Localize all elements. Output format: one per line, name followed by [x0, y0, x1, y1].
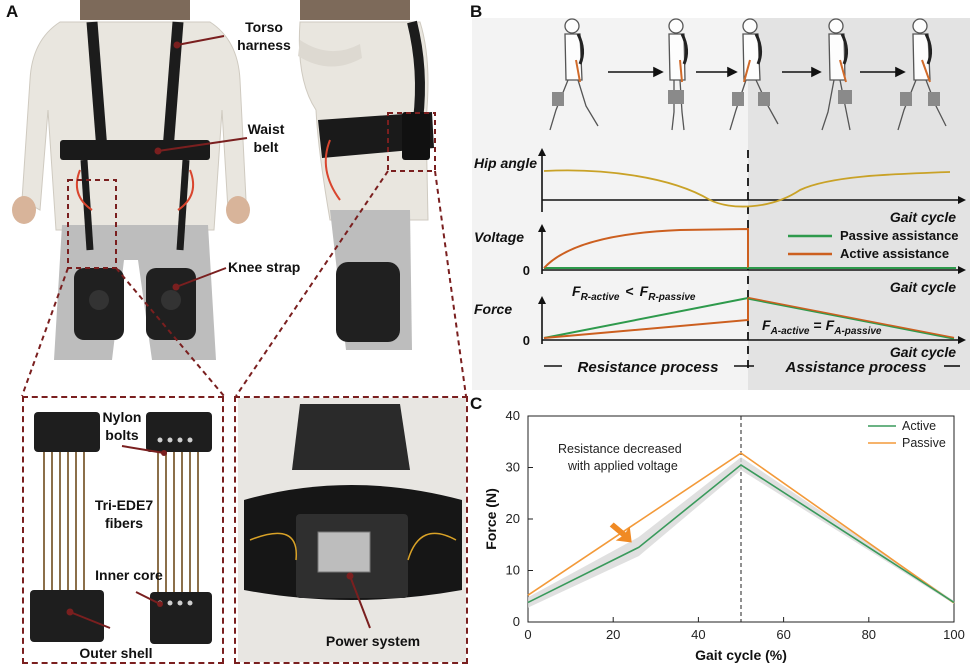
voltage-xlabel: Gait cycle: [890, 279, 956, 295]
x-axis-label: Gait cycle (%): [695, 647, 787, 663]
knee-strap-label: Knee strap: [228, 259, 301, 275]
series-line-passive: [527, 452, 955, 604]
side-power-box: [402, 112, 430, 160]
annotation-arrow: [609, 522, 632, 543]
panel-label-b: B: [470, 2, 483, 21]
assistance-phase-bg: [748, 18, 970, 390]
force-label: Force: [474, 301, 512, 317]
outer-shell-label: Outer shell: [79, 645, 153, 661]
voltage-zero: 0: [523, 263, 530, 278]
power-detail-frame: [234, 396, 468, 664]
front-harness-left-strap: [86, 21, 108, 151]
force-active-ramp: [543, 298, 749, 339]
force-zero: 0: [523, 333, 530, 348]
side-view-person: [298, 0, 434, 350]
sequence-arrows: [608, 66, 906, 78]
y-tick-label: 20: [506, 511, 520, 526]
hip-angle-curve: [543, 169, 951, 208]
annotation-line-1: Resistance decreased: [558, 442, 682, 456]
front-waist-belt: [60, 140, 210, 160]
side-harness-strap: [407, 20, 425, 121]
x-tick-label: 100: [943, 627, 965, 642]
y-tick-label: 10: [506, 563, 520, 578]
power-system-photo: [238, 398, 466, 662]
y-axis-label: Force (N): [483, 488, 499, 549]
legend-label-active: Active: [902, 419, 936, 433]
assistance-relation: FA-active=FA-passive: [762, 317, 882, 337]
annotation-line-2: with applied voltage: [567, 459, 678, 473]
panel-b-legend: Passive assistance Active assistance: [788, 228, 959, 261]
x-tick-label: 20: [606, 627, 620, 642]
callout-lines: [154, 35, 248, 291]
gait-schematic: Hip angle Gait cycle Voltage 0 Gait cycl…: [472, 18, 970, 390]
legend-passive-label: Passive assistance: [840, 228, 959, 243]
force-trace: Force 0 Gait cycle: [474, 296, 966, 360]
resistance-process-label: Resistance process: [578, 359, 719, 376]
exoskeleton-illustration: [12, 0, 467, 662]
chart-series: [527, 452, 955, 604]
front-head: [80, 0, 190, 20]
panel-label-c: C: [470, 394, 483, 413]
y-tick-label: 30: [506, 460, 520, 475]
legend-active-label: Active assistance: [840, 246, 949, 261]
panel-label-a: A: [6, 2, 19, 21]
x-tick-label: 80: [862, 627, 876, 642]
voltage-active-line: [543, 227, 749, 269]
inner-core-label: Inner core: [95, 567, 163, 583]
hip-angle-label: Hip angle: [474, 155, 537, 171]
voltage-trace: Voltage 0 Gait cycle: [474, 224, 966, 295]
front-view-person: [12, 0, 250, 360]
series-line-active: [527, 463, 955, 604]
power-system-label: Power system: [325, 633, 421, 649]
force-passive-decay: [747, 298, 955, 340]
zoom-guides: [21, 112, 467, 397]
voltage-label: Voltage: [474, 229, 524, 245]
x-tick-label: 0: [524, 627, 531, 642]
assistance-process-label: Assistance process: [785, 359, 927, 376]
walking-figures: [549, 18, 947, 131]
hip-angle-trace: Hip angle Gait cycle: [474, 148, 966, 225]
fiber-actuator-photo: [24, 398, 222, 662]
chart-axes: 0 20 40 60 80 100 0 10 20 30 40: [506, 408, 965, 642]
y-tick-label: 0: [513, 614, 520, 629]
front-left-hand: [12, 196, 36, 224]
y-tick-label: 40: [506, 408, 520, 423]
force-gait-chart: 0 20 40 60 80 100 0 10 20 30 40 Resistance decreas…: [483, 408, 965, 663]
x-tick-label: 60: [776, 627, 790, 642]
resistance-relation: FR-active<FR-passive: [572, 283, 696, 303]
fiber-detail-frame: [22, 396, 224, 664]
force-xlabel: Gait cycle: [890, 344, 956, 360]
side-knee-brace: [336, 262, 400, 342]
force-active-decay: [747, 296, 955, 340]
chart-annotation: Resistance decreased with applied voltag…: [558, 442, 682, 543]
hip-xlabel: Gait cycle: [890, 209, 956, 225]
legend-label-passive: Passive: [902, 436, 946, 450]
front-right-hand: [226, 196, 250, 224]
front-shirt: [21, 21, 247, 231]
resistance-phase-bg: [472, 18, 748, 390]
x-tick-label: 40: [691, 627, 705, 642]
force-passive-ramp: [543, 297, 749, 339]
